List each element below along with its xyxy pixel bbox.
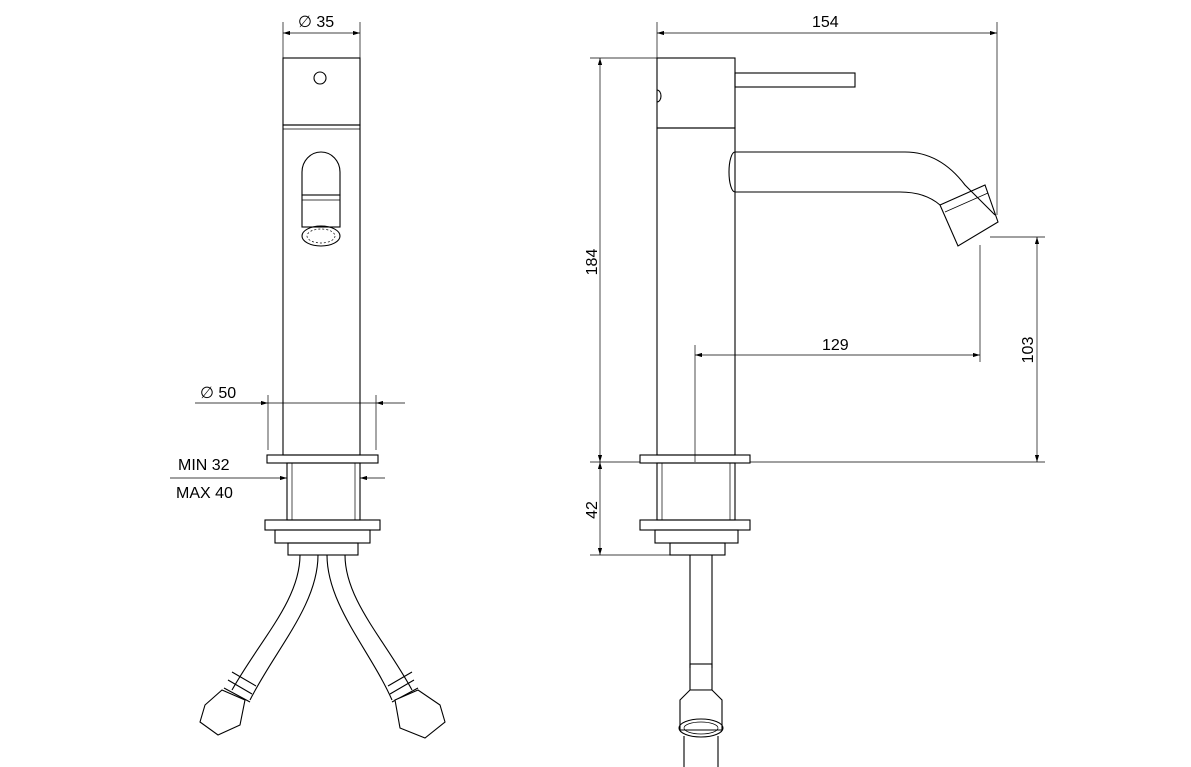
dim-base-diameter: ∅ 50 xyxy=(200,385,236,402)
dim-min-thickness: MIN 32 xyxy=(178,457,230,474)
dim-spout-reach: 129 xyxy=(822,337,849,354)
spout-aerator xyxy=(939,184,999,247)
dim-top-diameter: ∅ 35 xyxy=(298,14,334,31)
dim-total-length: 154 xyxy=(812,14,839,31)
side-view: 154 184 42 103 129 xyxy=(584,14,1045,767)
front-view: ∅ 35 ∅ 50 MIN 32 MAX 40 xyxy=(170,14,446,739)
lever-pivot-icon xyxy=(313,71,327,85)
hose-nut-right-icon xyxy=(394,689,446,739)
aerator-icon xyxy=(301,225,341,247)
dim-shank-length: 42 xyxy=(584,501,601,519)
dim-max-thickness: MAX 40 xyxy=(176,485,233,502)
hose-nut-left-icon xyxy=(199,689,246,736)
dim-total-height: 184 xyxy=(584,249,601,276)
lever-handle xyxy=(734,72,856,88)
dim-spout-height: 103 xyxy=(1020,337,1037,364)
hose-nut-icon xyxy=(679,689,723,731)
